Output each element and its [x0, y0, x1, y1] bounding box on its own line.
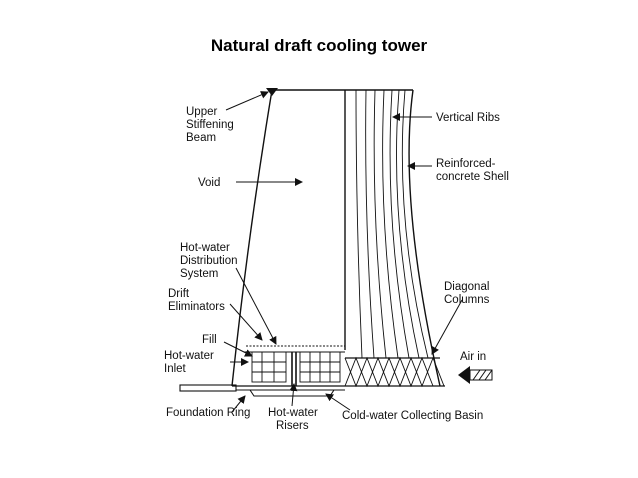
label-foundation-ring: Foundation Ring — [166, 407, 250, 419]
svg-text:Beam: Beam — [186, 132, 216, 144]
svg-text:System: System — [180, 268, 218, 280]
svg-text:Risers: Risers — [276, 420, 309, 432]
label-hot-water-distribution: Hot-water Distribution System — [180, 242, 238, 280]
svg-text:Hot-water: Hot-water — [268, 407, 318, 419]
fill-leader — [223, 341, 253, 357]
svg-text:Upper: Upper — [186, 106, 217, 118]
label-reinforced-shell: Reinforced- concrete Shell — [436, 158, 509, 183]
svg-text:Eliminators: Eliminators — [168, 301, 225, 313]
label-vertical-ribs: Vertical Ribs — [436, 112, 500, 124]
risers-leader — [289, 383, 298, 407]
stiffening-beam-mark — [266, 88, 278, 96]
svg-text:Diagonal: Diagonal — [444, 281, 489, 293]
label-cold-water-basin: Cold-water Collecting Basin — [342, 410, 483, 422]
svg-text:Hot-water: Hot-water — [164, 350, 214, 362]
air-in-arrow-icon — [458, 366, 493, 384]
svg-text:Inlet: Inlet — [164, 363, 187, 375]
upper-beam-leader — [225, 91, 269, 111]
label-upper-stiffening-beam: Upper Stiffening Beam — [186, 106, 234, 144]
svg-text:Stiffening: Stiffening — [186, 119, 234, 131]
label-drift-eliminators: Drift Eliminators — [168, 288, 225, 313]
right-shell-wall — [408, 89, 441, 387]
left-shell-wall — [231, 89, 273, 387]
svg-text:Hot-water: Hot-water — [180, 242, 230, 254]
svg-text:Distribution: Distribution — [180, 255, 238, 267]
foundation-leader — [231, 395, 246, 413]
label-air-in: Air in — [460, 351, 486, 363]
inlet-and-basin — [179, 384, 345, 397]
diagonal-columns — [344, 356, 445, 388]
distribution-leader — [235, 267, 277, 345]
svg-text:Reinforced-: Reinforced- — [436, 158, 496, 170]
label-hot-water-risers: Hot-water Risers — [268, 407, 318, 432]
fill-section — [244, 345, 345, 386]
label-fill: Fill — [202, 334, 217, 346]
tower-shell — [231, 89, 441, 387]
page-title: Natural draft cooling tower — [210, 36, 428, 55]
vertical-ribs — [355, 89, 429, 359]
svg-text:concrete Shell: concrete Shell — [436, 171, 509, 183]
diagonal-leader — [431, 299, 463, 355]
drift-leader — [229, 303, 263, 341]
label-diagonal-columns: Diagonal Columns — [444, 281, 490, 306]
svg-text:Columns: Columns — [444, 294, 490, 306]
svg-text:Drift: Drift — [168, 288, 190, 300]
label-hot-water-inlet: Hot-water Inlet — [164, 350, 214, 375]
label-void: Void — [198, 177, 220, 189]
basin-leader — [325, 393, 351, 411]
